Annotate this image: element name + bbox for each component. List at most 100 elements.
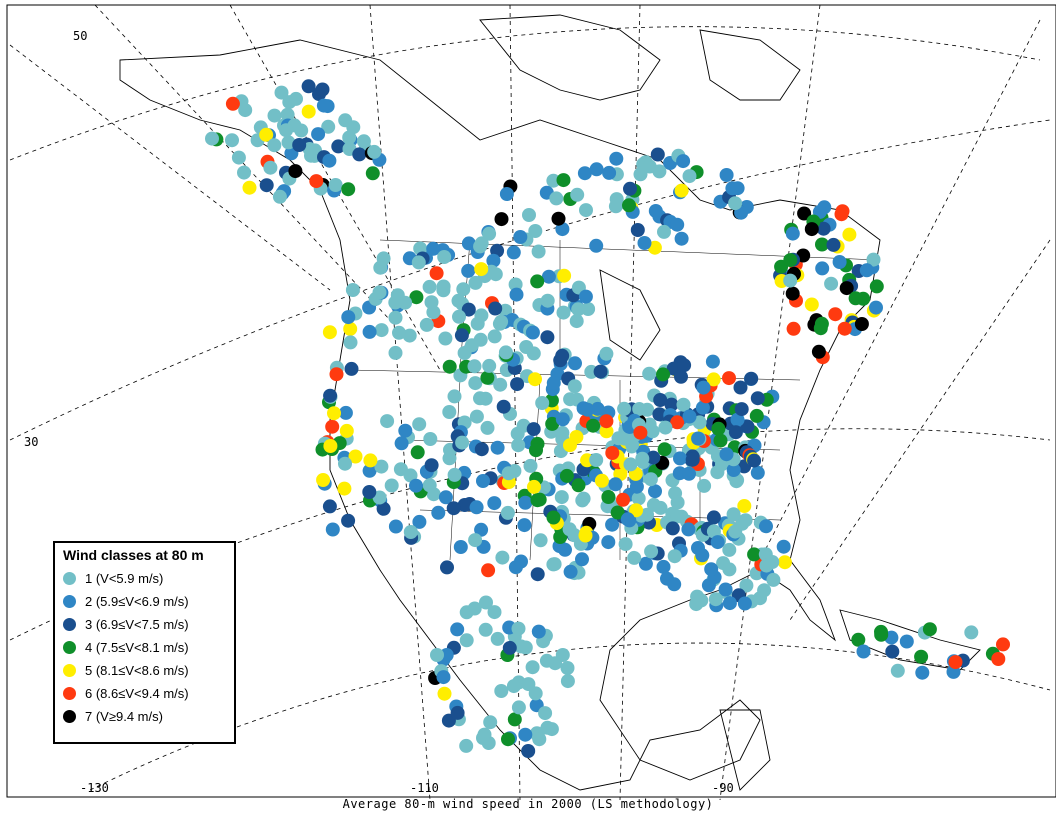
station-marker	[533, 533, 548, 548]
legend-swatch-icon	[63, 572, 76, 585]
station-marker	[629, 479, 644, 494]
station-marker	[473, 332, 488, 347]
station-marker	[674, 231, 689, 246]
station-marker	[474, 236, 489, 251]
station-marker	[813, 321, 828, 336]
station-marker	[657, 442, 672, 457]
station-marker	[635, 451, 650, 466]
station-marker	[757, 583, 772, 598]
station-marker	[749, 408, 764, 423]
station-marker	[563, 438, 577, 453]
station-marker	[343, 335, 358, 350]
station-marker	[710, 465, 725, 480]
station-marker	[403, 525, 418, 539]
station-marker	[325, 419, 340, 434]
station-marker	[488, 267, 503, 282]
station-marker	[706, 524, 721, 539]
station-marker	[205, 131, 219, 146]
station-marker	[705, 354, 720, 369]
station-marker	[722, 542, 737, 557]
station-marker	[608, 477, 623, 492]
station-marker	[352, 147, 367, 162]
station-marker	[528, 372, 542, 387]
station-marker	[450, 622, 465, 637]
station-marker	[500, 505, 515, 520]
station-marker	[674, 183, 689, 198]
station-marker	[476, 474, 490, 488]
station-marker	[785, 226, 800, 241]
station-marker	[783, 273, 798, 288]
station-marker	[623, 181, 637, 196]
station-marker	[696, 380, 711, 395]
station-marker	[546, 510, 561, 525]
station-marker	[656, 367, 670, 382]
station-marker	[511, 438, 526, 453]
station-marker	[327, 406, 341, 421]
station-marker	[590, 401, 605, 416]
station-marker	[527, 479, 541, 494]
station-marker	[301, 79, 316, 94]
station-marker	[609, 151, 624, 166]
station-marker	[338, 113, 353, 128]
station-marker	[869, 279, 884, 294]
station-marker	[225, 133, 239, 148]
station-marker	[546, 557, 561, 572]
station-marker	[476, 731, 490, 745]
station-marker	[365, 166, 380, 181]
station-marker	[776, 539, 791, 554]
station-marker	[657, 224, 671, 239]
station-marker	[685, 452, 700, 467]
station-marker	[410, 445, 425, 460]
station-marker	[498, 345, 513, 360]
station-marker	[373, 260, 388, 275]
station-marker	[682, 169, 697, 184]
station-marker	[571, 478, 586, 493]
station-marker	[646, 450, 661, 465]
station-marker	[507, 712, 522, 727]
station-marker	[589, 453, 604, 467]
station-marker	[539, 653, 554, 668]
station-marker	[540, 293, 555, 308]
station-marker	[722, 596, 737, 611]
station-marker	[642, 159, 657, 174]
station-marker	[237, 165, 251, 180]
station-marker	[555, 348, 570, 363]
station-marker	[238, 103, 253, 118]
station-marker	[681, 522, 696, 537]
station-marker	[455, 435, 470, 450]
station-marker	[664, 397, 679, 412]
station-marker	[658, 420, 673, 435]
station-marker	[531, 624, 546, 639]
station-marker	[356, 134, 371, 149]
station-marker	[511, 621, 526, 636]
station-marker	[274, 85, 289, 100]
station-marker	[517, 518, 532, 533]
station-marker	[259, 127, 274, 142]
station-marker	[674, 369, 688, 384]
station-marker	[490, 440, 505, 455]
station-marker	[589, 162, 604, 177]
station-marker	[726, 507, 741, 522]
station-marker	[557, 268, 572, 283]
station-marker	[706, 372, 721, 387]
station-marker	[730, 412, 745, 427]
station-marker	[546, 375, 561, 390]
station-marker	[474, 442, 489, 457]
station-marker	[622, 198, 636, 213]
station-marker	[388, 519, 403, 534]
station-marker	[737, 596, 752, 611]
station-marker	[605, 446, 620, 460]
station-marker	[372, 490, 387, 505]
station-marker	[665, 521, 680, 536]
station-marker	[601, 535, 616, 550]
station-marker	[610, 505, 625, 520]
map-caption: Average 80-m wind speed in 2000 (LS meth…	[342, 797, 714, 811]
station-marker	[459, 633, 474, 648]
station-marker	[341, 182, 356, 197]
station-marker	[518, 495, 533, 510]
station-marker	[551, 211, 566, 226]
station-marker	[563, 564, 578, 579]
station-marker	[341, 310, 356, 325]
station-marker	[338, 405, 353, 420]
station-marker	[402, 328, 417, 343]
